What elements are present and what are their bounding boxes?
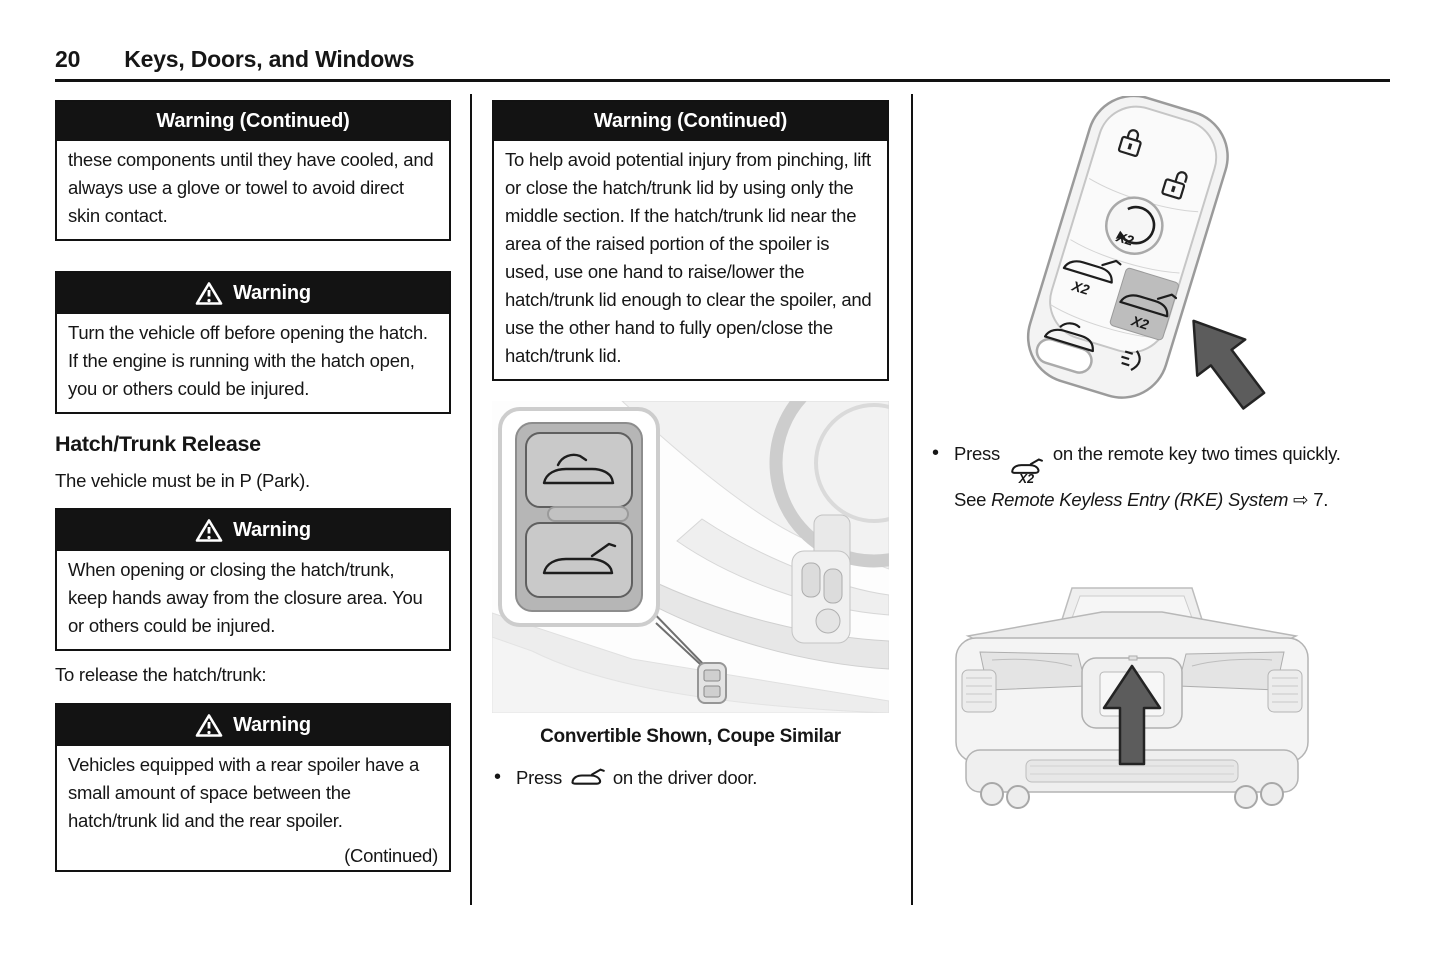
press-label: Press [954,443,1001,464]
vehicle-rear-image [955,586,1309,809]
reference-page: 7. [1313,488,1329,510]
chapter-title: Keys, Doors, and Windows [124,46,415,72]
left-vent [961,669,997,712]
bullet-marker: • [494,766,501,788]
unlock-icon [1161,171,1188,200]
remote-start-icon: X2 [1114,205,1156,249]
hatch-release-x2-icon: X2 [1008,458,1045,486]
warning-box-title: Warning [57,273,449,314]
hatch-release-fob-icon [1119,293,1178,318]
pointer-arrow [1192,319,1266,410]
exhaust-tip [1234,784,1258,809]
warning-box-title: Warning [57,510,449,551]
svg-text:X2: X2 [1069,277,1091,298]
warning-box-body: Turn the vehicle off before opening the … [68,322,428,399]
driver-door-image [491,358,979,718]
chapter-header: 20 Keys, Doors, and Windows [55,46,415,73]
reference-arrow-icon: ⇨ [1293,488,1309,510]
driver-door-illustration [491,358,979,714]
warning-box-continued-middle: Warning (Continued) To help avoid potent… [492,100,889,381]
instruction-text: on the remote key two times quickly. See [954,443,1341,510]
instruction-bullet-remote: • Press X2 on the remote key two times q… [930,440,1344,514]
warning-box-continued-left: Warning (Continued) these components unt… [55,100,451,241]
instruction-text: on the driver door. [612,767,758,788]
warning-box-body: When opening or closing the hatch/trunk,… [68,559,423,636]
lock-icon [1117,129,1142,157]
warning-box-title: Warning (Continued) [494,102,887,141]
hatch-touch-pad [1128,655,1138,660]
pointer-arrow [1102,664,1162,765]
right-column: X2 X2 X2 [930,96,1344,819]
column-separator-right [911,94,913,905]
warning-box-title: Warning [57,705,449,746]
instruction-bullet-door: • Press on the driver door. [492,764,889,796]
warning-triangle-icon [195,714,223,737]
release-intro: To release the hatch/trunk: [55,664,267,685]
warning-box-body: Vehicles equipped with a rear spoiler ha… [68,754,420,831]
left-column: Warning (Continued) these components unt… [55,100,451,872]
exhaust-tip [1260,781,1284,806]
warning-triangle-icon [195,282,223,305]
warning-box-body: To help avoid potential injury from pinc… [505,149,872,366]
hatch-release-icon [542,542,617,575]
continued-note: (Continued) [344,845,438,866]
hatch-release-fob-button [1109,267,1179,341]
warning-box-engine: Warning Turn the vehicle off before open… [55,271,451,414]
svg-text:X2: X2 [1114,228,1136,249]
convertible-top-fob-icon [1043,322,1094,353]
exhaust-tip [980,781,1004,806]
header-rule [55,79,1390,82]
warning-box-spoiler: Warning Vehicles equipped with a rear sp… [55,703,451,872]
cross-reference: Remote Keyless Entry (RKE) System [991,488,1289,510]
warning-box-body: these components until they have cooled,… [68,149,434,226]
column-separator-left [470,94,472,905]
warning-triangle-icon [195,519,223,542]
hatch-release-icon [569,768,606,796]
right-vent [1267,669,1303,712]
bullet-marker: • [932,442,939,464]
middle-column: Warning (Continued) To help avoid potent… [491,100,979,796]
exhaust-tip [1006,784,1030,809]
warning-box-closure: Warning When opening or closing the hatc… [55,508,451,651]
convertible-top-icon [542,453,615,485]
page-number: 20 [55,46,81,72]
park-note: The vehicle must be in P (Park). [55,470,310,491]
lights-icon [1121,350,1141,371]
trunk-release-fob-icon [1062,259,1122,284]
svg-text:X2: X2 [1129,312,1151,333]
image-caption: Convertible Shown, Coupe Similar [540,726,841,747]
remote-key-image: X2 X2 X2 [1026,96,1266,410]
warning-box-title: Warning (Continued) [57,102,449,141]
press-label: Press [516,767,563,788]
section-heading: Hatch/Trunk Release [55,432,261,456]
